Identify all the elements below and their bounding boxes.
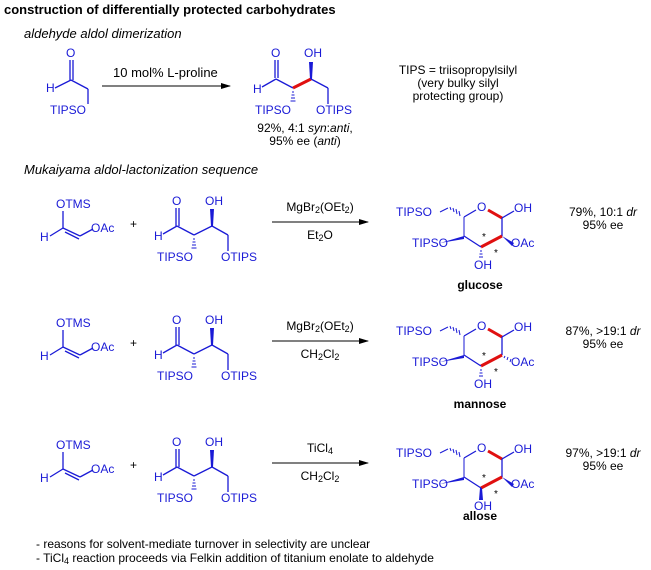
atom-label-oac: OAc	[91, 462, 115, 476]
atom-label-h: H	[154, 348, 163, 362]
atom-label-oh: OH	[514, 201, 532, 215]
atom-label-oac: OAc	[511, 236, 535, 250]
reaction-row-1-graphics	[49, 208, 369, 251]
section-heading-mukaiyama: Mukaiyama aldol-lactonization sequence	[24, 162, 259, 177]
note-solvent-turnover: - reasons for solvent-mediate turnover i…	[36, 537, 371, 551]
atom-label-tipso: TIPSO	[157, 491, 194, 505]
atom-label-oac: OAc	[91, 340, 115, 354]
svg-text:*: *	[494, 489, 498, 500]
reagent-top: TiCl4	[307, 441, 333, 456]
section-heading-aldol-dimerization: aldehyde aldol dimerization	[24, 26, 182, 41]
atom-label-tipso: TIPSO	[396, 324, 433, 338]
product-name-allose: allose	[462, 509, 498, 523]
atom-label-oh: OH	[474, 377, 492, 391]
atom-label-o: O	[271, 46, 281, 60]
atom-label-o: O	[172, 313, 182, 327]
atom-label-tipso: TIPSO	[412, 477, 449, 491]
dimerization-result: 92%, 4:1 syn:anti, 95% ee (anti)	[257, 121, 353, 148]
reagent-proline: 10 mol% L-proline	[113, 65, 218, 80]
atom-label-oh: OH	[474, 258, 492, 272]
atom-label-otms: OTMS	[56, 438, 91, 452]
atom-label-o: O	[172, 435, 182, 449]
atom-label-otips: OTIPS	[316, 103, 353, 117]
result-allose: 97%, >19:1 dr 95% ee	[565, 446, 641, 473]
atom-label-tipso: TIPSO	[157, 250, 194, 264]
reagent-bottom: CH2Cl2	[300, 347, 340, 362]
plus-sign: +	[130, 458, 138, 472]
atom-label-ring-o: O	[477, 319, 487, 333]
atom-label-tipso: TIPSO	[412, 355, 449, 369]
note-felkin-addition: - TiCl4 reaction proceeds via Felkin add…	[36, 551, 434, 566]
atom-label-oh: OH	[304, 46, 322, 60]
atom-label-tipso: TIPSO	[396, 446, 433, 460]
tips-definition-note: TIPS = triisopropylsilyl (very bulky sil…	[398, 63, 518, 103]
atom-label-otips: OTIPS	[221, 250, 258, 264]
svg-text:*: *	[482, 232, 486, 243]
atom-label-oh: OH	[205, 194, 223, 208]
atom-label-otips: OTIPS	[221, 369, 258, 383]
plus-sign: +	[130, 336, 138, 350]
atom-label-ring-o: O	[477, 441, 487, 455]
atom-label-otips: OTIPS	[221, 491, 258, 505]
wedge-bond	[309, 62, 313, 79]
glucose-structure	[439, 206, 515, 258]
atom-label-otms: OTMS	[56, 316, 91, 330]
starting-aldehyde-structure	[54, 60, 89, 104]
atom-label-h: H	[40, 230, 49, 244]
page-title: construction of differentially protected…	[4, 2, 336, 17]
reaction-row-3-graphics	[49, 449, 369, 492]
atom-label-oh: OH	[514, 442, 532, 456]
mannose-structure	[439, 325, 515, 377]
reagent-bottom: Et2O	[307, 228, 333, 243]
reaction-row-2-graphics	[49, 327, 369, 370]
atom-label-h: H	[40, 471, 49, 485]
atom-label-oh: OH	[514, 320, 532, 334]
reagent-top: MgBr2(OEt2)	[286, 200, 354, 215]
reagent-top: MgBr2(OEt2)	[286, 319, 354, 334]
plus-sign: +	[130, 217, 138, 231]
atom-label-tipso: TIPSO	[412, 236, 449, 250]
atom-label-oh: OH	[205, 313, 223, 327]
atom-label-oac: OAc	[511, 355, 535, 369]
result-mannose: 87%, >19:1 dr 95% ee	[565, 324, 641, 351]
result-glucose: 79%, 10:1 dr 95% ee	[568, 205, 638, 232]
atom-label-h: H	[253, 82, 262, 96]
atom-label-ring-o: O	[477, 200, 487, 214]
svg-text:*: *	[482, 351, 486, 362]
dimer-product-structure	[261, 60, 329, 104]
atom-label-oh: OH	[474, 499, 492, 513]
atom-label-h: H	[154, 470, 163, 484]
atom-label-oac: OAc	[91, 221, 115, 235]
atom-label-tipso: TIPSO	[157, 369, 194, 383]
atom-label-o: O	[66, 46, 76, 60]
atom-label-oac: OAc	[511, 477, 535, 491]
atom-label-tipso: TIPSO	[50, 103, 87, 117]
allose-structure	[439, 447, 515, 490]
svg-text:*: *	[482, 473, 486, 484]
atom-label-tipso: TIPSO	[396, 205, 433, 219]
atom-label-h: H	[46, 81, 55, 95]
product-name-mannose: mannose	[453, 397, 507, 411]
atom-label-h: H	[154, 229, 163, 243]
product-name-glucose: glucose	[457, 278, 503, 292]
svg-text:*: *	[494, 367, 498, 378]
svg-text:*: *	[494, 248, 498, 259]
atom-label-oh: OH	[205, 435, 223, 449]
atom-label-tipso: TIPSO	[255, 103, 292, 117]
reagent-bottom: CH2Cl2	[300, 469, 340, 484]
atom-label-o: O	[172, 194, 182, 208]
atom-label-otms: OTMS	[56, 197, 91, 211]
atom-label-h: H	[40, 349, 49, 363]
